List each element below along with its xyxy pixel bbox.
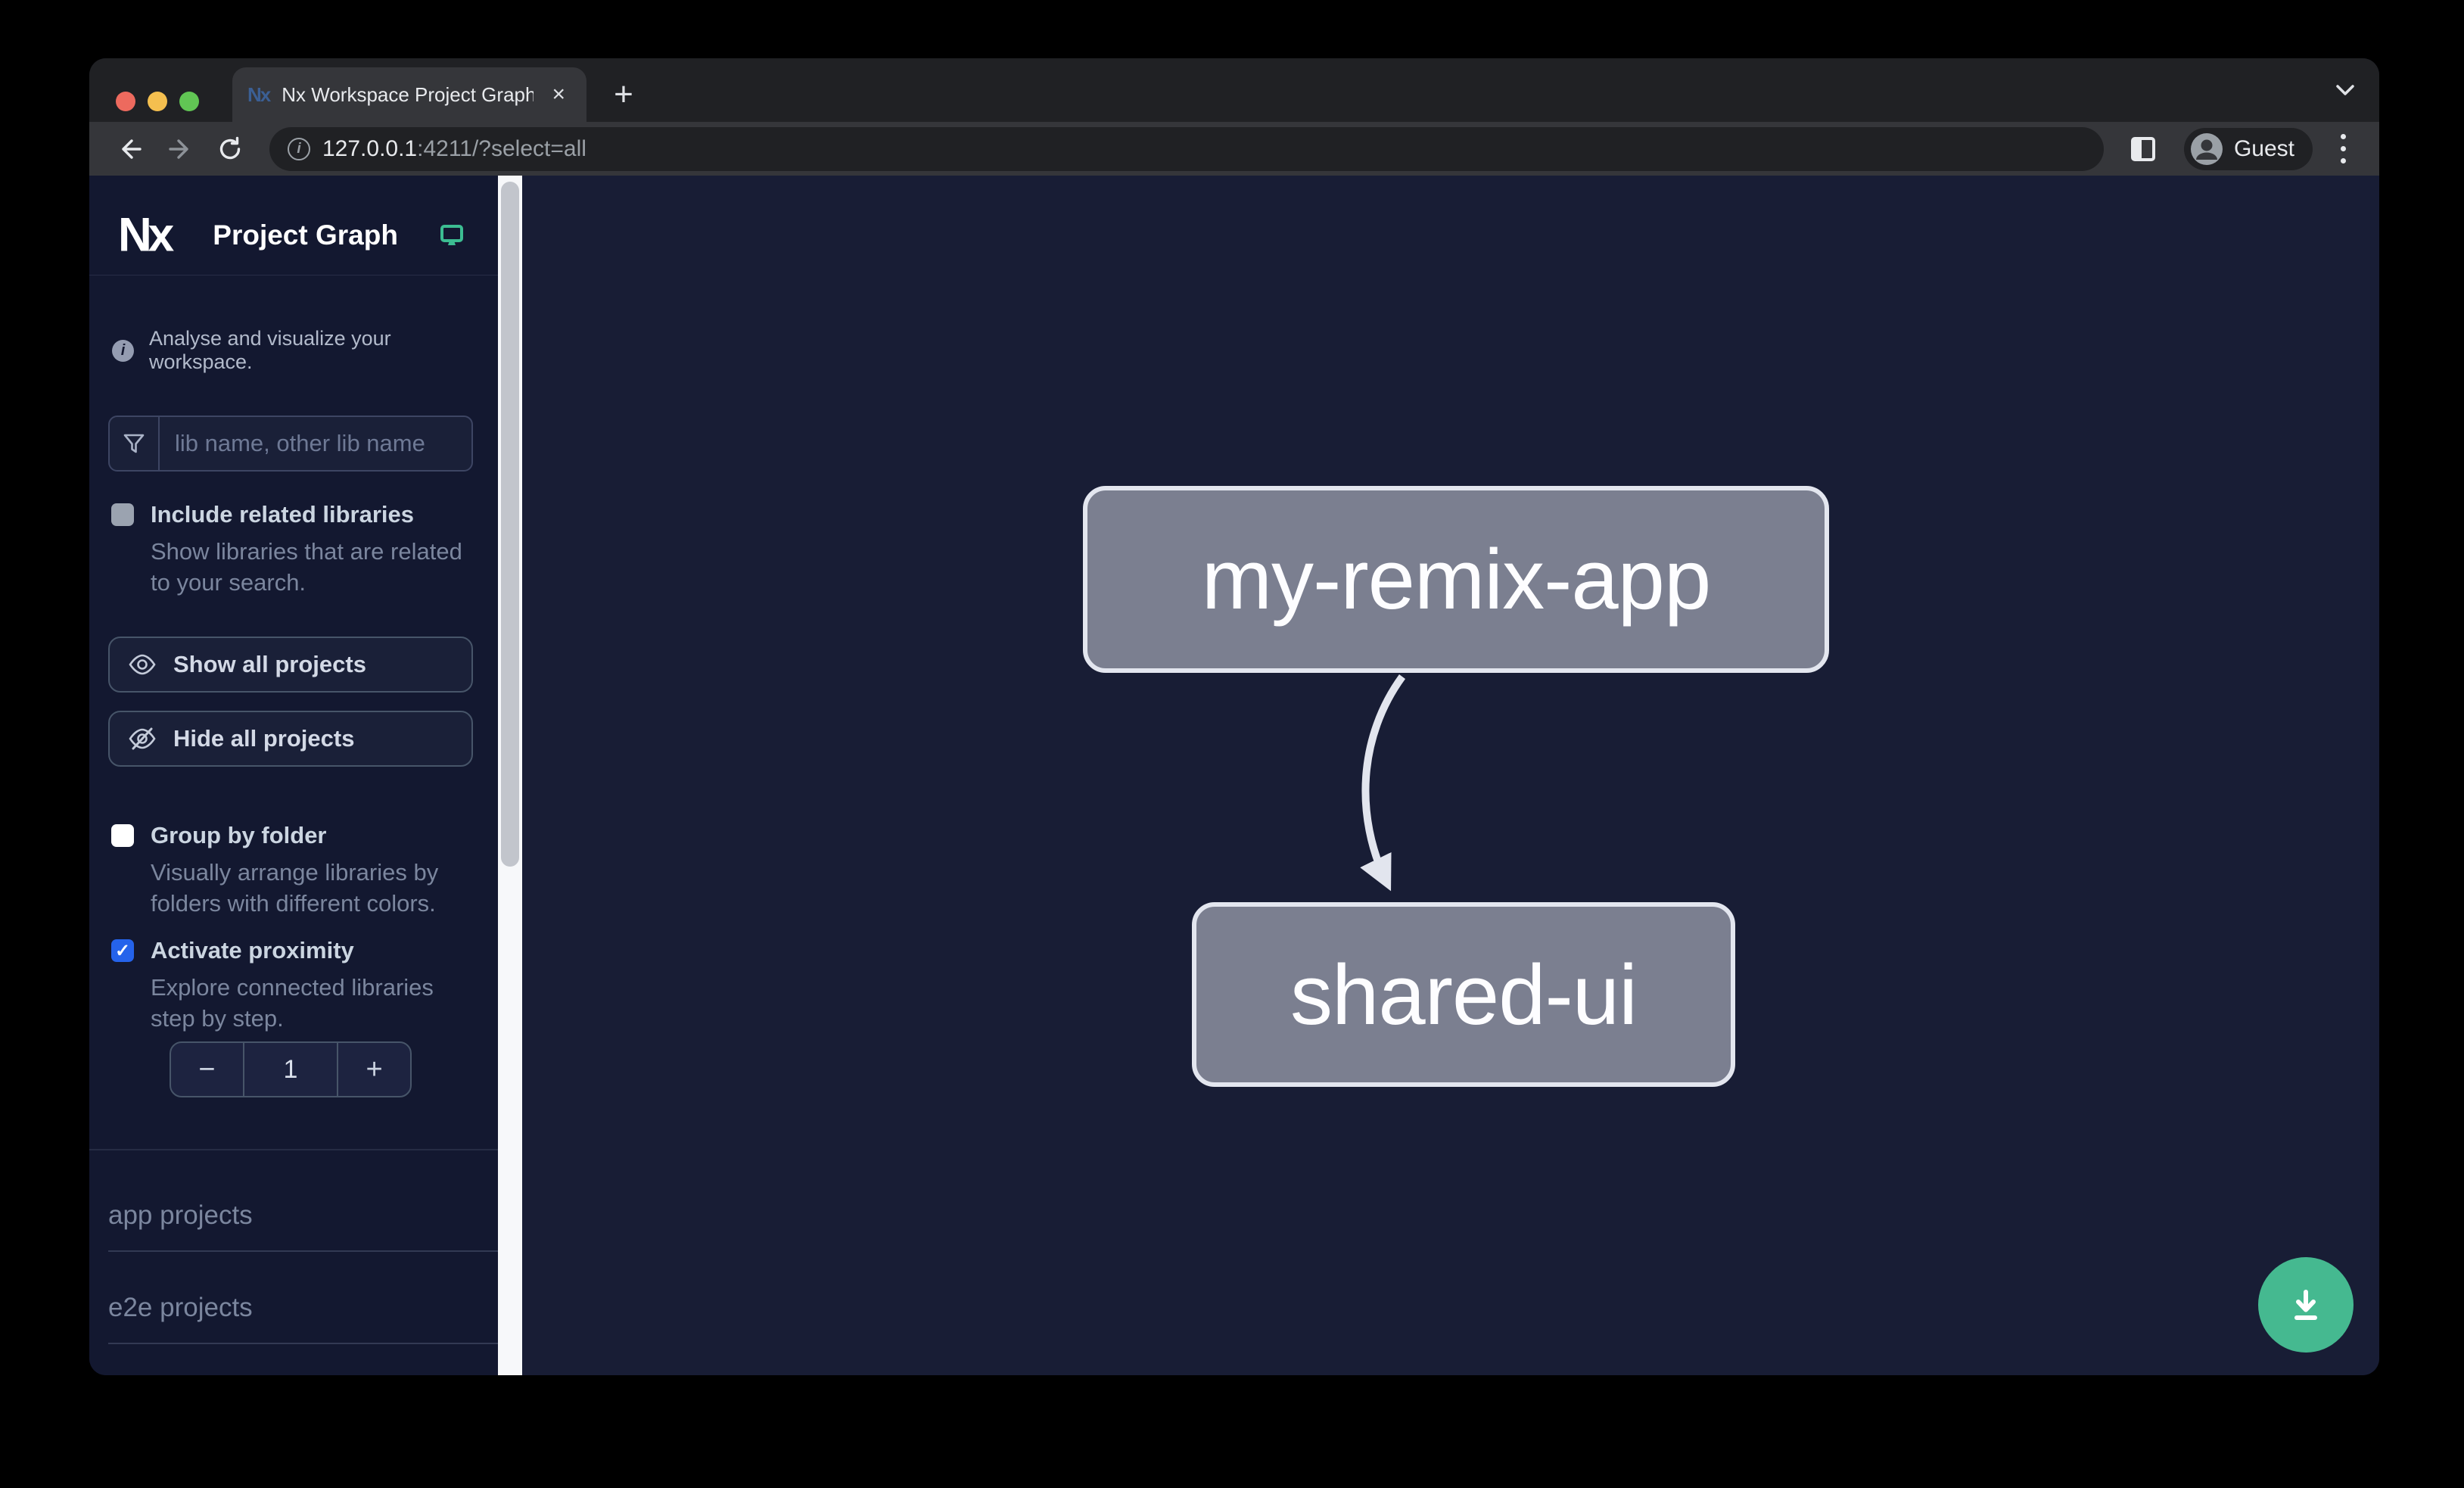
show-all-projects-button[interactable]: Show all projects bbox=[108, 637, 473, 693]
theme-monitor-icon[interactable] bbox=[439, 223, 465, 248]
sidebar: Nx Project Graph i Analyse and visualize… bbox=[89, 176, 498, 1375]
app-title: Project Graph bbox=[213, 219, 398, 251]
info-icon: i bbox=[112, 339, 134, 362]
browser-toolbar: i 127.0.0.1:4211/?select=all Guest bbox=[89, 122, 2379, 176]
option-activate-proximity: ✓ Activate proximity Explore connected l… bbox=[111, 937, 478, 1034]
tab-title: Nx Workspace Project Graph bbox=[282, 82, 534, 106]
section-e2e-projects: e2e projects bbox=[108, 1293, 498, 1344]
profile-button[interactable]: Guest bbox=[2183, 127, 2313, 170]
avatar-icon bbox=[2190, 132, 2223, 165]
activate-proximity-description: Explore connected libraries step by step… bbox=[151, 974, 434, 1032]
search-box bbox=[108, 416, 487, 472]
hide-all-label: Hide all projects bbox=[173, 725, 355, 752]
download-icon bbox=[2294, 1290, 2317, 1320]
section-app-projects: app projects bbox=[108, 1200, 498, 1252]
option-group-by-folder: Group by folder Visually arrange librari… bbox=[111, 822, 478, 919]
side-panel-icon[interactable] bbox=[2122, 128, 2164, 170]
graph-node-my-remix-app[interactable]: my-remix-app bbox=[1083, 486, 1829, 673]
sidebar-scrollbar-track[interactable] bbox=[498, 176, 522, 1375]
browser-window: Nx Nx Workspace Project Graph × + i 127.… bbox=[89, 58, 2379, 1375]
graph-node-shared-ui[interactable]: shared-ui bbox=[1192, 902, 1735, 1087]
include-related-description: Show libraries that are related to your … bbox=[151, 538, 462, 596]
project-graph-canvas[interactable]: my-remix-app shared-ui bbox=[522, 176, 2379, 1375]
reload-button[interactable] bbox=[209, 128, 251, 170]
hide-all-projects-button[interactable]: Hide all projects bbox=[108, 711, 473, 767]
tab-strip: Nx Nx Workspace Project Graph × + bbox=[89, 58, 2379, 122]
url-text: 127.0.0.1:4211/?select=all bbox=[322, 135, 586, 161]
proximity-stepper: − 1 + bbox=[170, 1041, 412, 1097]
download-image-button[interactable] bbox=[2258, 1257, 2354, 1353]
include-related-label: Include related libraries bbox=[151, 501, 415, 528]
filter-funnel-icon bbox=[110, 417, 160, 470]
group-by-folder-label: Group by folder bbox=[151, 822, 327, 848]
sidebar-divider bbox=[89, 1149, 498, 1150]
option-include-related: Include related libraries Show libraries… bbox=[111, 501, 478, 598]
group-by-folder-checkbox[interactable] bbox=[111, 824, 134, 847]
address-bar[interactable]: i 127.0.0.1:4211/?select=all bbox=[269, 126, 2104, 171]
stepper-value: 1 bbox=[242, 1043, 339, 1096]
workspace-tagline: Analyse and visualize your workspace. bbox=[149, 327, 391, 373]
tab-close-icon[interactable]: × bbox=[552, 82, 565, 107]
tab-search-chevron-icon[interactable] bbox=[2332, 79, 2358, 101]
show-all-label: Show all projects bbox=[173, 651, 366, 677]
back-button[interactable] bbox=[109, 128, 151, 170]
nx-logo: Nx bbox=[118, 207, 174, 262]
workspace-tagline-row: i Analyse and visualize your workspace. bbox=[112, 327, 498, 374]
sidebar-header: Nx Project Graph bbox=[89, 176, 498, 275]
search-input[interactable] bbox=[160, 430, 487, 457]
edge-my-remix-app-to-shared-ui bbox=[1360, 674, 1406, 892]
stepper-increment-button[interactable]: + bbox=[366, 1053, 383, 1085]
eye-off-icon bbox=[129, 727, 156, 750]
profile-label: Guest bbox=[2233, 135, 2294, 161]
zoom-window-button[interactable] bbox=[179, 92, 199, 111]
group-by-folder-description: Visually arrange libraries by folders wi… bbox=[151, 859, 439, 917]
stepper-decrement-button[interactable]: − bbox=[198, 1053, 216, 1085]
activate-proximity-label: Activate proximity bbox=[151, 937, 354, 963]
eye-icon bbox=[129, 654, 156, 675]
new-tab-button[interactable]: + bbox=[614, 76, 633, 113]
include-related-checkbox[interactable] bbox=[111, 503, 134, 526]
forward-button[interactable] bbox=[159, 128, 201, 170]
minimize-window-button[interactable] bbox=[148, 92, 167, 111]
browser-menu-icon[interactable] bbox=[2326, 128, 2360, 170]
sidebar-scrollbar-thumb[interactable] bbox=[501, 182, 519, 867]
site-info-icon[interactable]: i bbox=[288, 137, 310, 160]
close-window-button[interactable] bbox=[116, 92, 135, 111]
activate-proximity-checkbox[interactable]: ✓ bbox=[111, 939, 134, 962]
browser-tab[interactable]: Nx Nx Workspace Project Graph × bbox=[232, 67, 586, 122]
nx-favicon-icon: Nx bbox=[247, 82, 271, 106]
